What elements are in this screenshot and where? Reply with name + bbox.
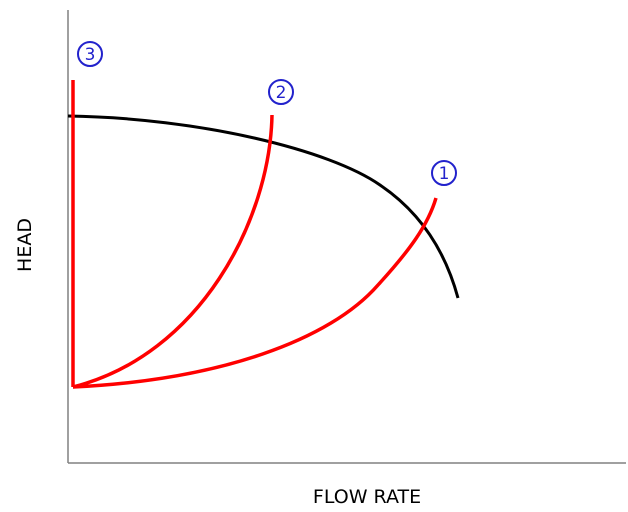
curve-label-3-text: 3 [85,45,96,65]
curve-label-1-text: 1 [439,164,450,184]
curve-label-2-text: 2 [276,83,287,103]
curve-label-2: 2 [268,79,294,105]
curve-label-3: 3 [77,41,103,67]
pump-curve [67,114,460,299]
curve-label-1: 1 [431,160,457,186]
system-curve-1 [72,197,438,389]
x-axis-label: FLOW RATE [313,486,421,508]
system-curve-2 [72,114,274,389]
y-axis-label: HEAD [14,218,36,272]
